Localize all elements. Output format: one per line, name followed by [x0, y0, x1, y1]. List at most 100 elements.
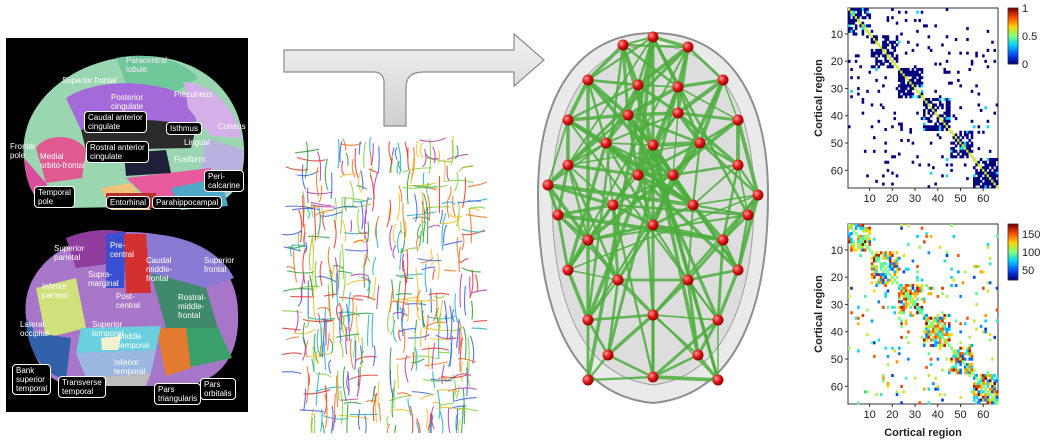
matrix-cell	[943, 341, 946, 344]
matrix-cell	[862, 30, 865, 33]
matrix-cell	[932, 166, 935, 169]
matrix-cell	[973, 177, 976, 180]
matrix-cell	[850, 27, 853, 30]
matrix-cell	[905, 95, 908, 98]
matrix-cell	[882, 35, 885, 38]
matrix-cell	[948, 333, 951, 336]
matrix-cell	[996, 158, 999, 161]
matrix-cell	[871, 268, 874, 271]
matrix-cell	[984, 319, 987, 322]
matrix-cell	[880, 262, 883, 265]
matrix-cell	[909, 128, 912, 131]
matrix-cell	[907, 68, 910, 71]
matrix-cell	[912, 68, 915, 71]
matrix-cell	[968, 131, 971, 134]
matrix-cell	[962, 155, 965, 158]
matrix-cell	[939, 95, 942, 98]
matrix-cell	[982, 374, 985, 377]
matrix2-ylabel: Cortical region	[813, 275, 825, 353]
matrix-cell	[896, 87, 899, 90]
matrix-cell	[882, 251, 885, 254]
matrix-cell	[887, 265, 890, 268]
matrix-cell	[905, 93, 908, 96]
matrix-cell	[943, 322, 946, 325]
matrix-cell	[859, 238, 862, 241]
matrix-cell	[855, 13, 858, 16]
matrix-cell	[980, 109, 983, 112]
matrix-cell	[887, 363, 890, 366]
matrix-cell	[932, 112, 935, 115]
matrix-cell	[916, 292, 919, 295]
matrix-cell	[984, 166, 987, 169]
matrix-cell	[993, 185, 996, 188]
matrix-cell	[982, 377, 985, 380]
matrix-cell	[937, 322, 940, 325]
matrix-cell	[900, 76, 903, 79]
matrix-cell	[914, 87, 917, 90]
matrix-cell	[923, 240, 926, 243]
matrix-cell	[991, 158, 994, 161]
matrix-cell	[875, 268, 878, 271]
network-node	[733, 115, 744, 126]
matrix-cell	[903, 303, 906, 306]
matrix-cell	[943, 314, 946, 317]
matrix-cell	[928, 328, 931, 331]
matrix-cell	[891, 54, 894, 57]
matrix-cell	[880, 52, 883, 55]
matrix-cell	[993, 374, 996, 377]
matrix-cell	[855, 27, 858, 30]
matrix-cell	[946, 101, 949, 104]
matrix-cell	[898, 292, 901, 295]
matrix-cell	[905, 68, 908, 71]
matrix-cell	[980, 166, 983, 169]
matrix-cell	[987, 289, 990, 292]
matrix-cell	[887, 254, 890, 257]
matrix-cell	[882, 262, 885, 265]
matrix-cell	[905, 322, 908, 325]
matrix-cell	[850, 224, 853, 227]
matrix-cell	[975, 84, 978, 87]
matrix-cell	[916, 95, 919, 98]
matrix-cell	[959, 363, 962, 366]
matrix1-ylabel: Cortical region	[813, 59, 825, 137]
y-tick-label: 20	[831, 56, 843, 68]
matrix-cell	[984, 60, 987, 63]
matrix-cell	[887, 161, 890, 164]
matrix-cell	[968, 366, 971, 369]
matrix-cell	[968, 336, 971, 339]
matrix-cell	[975, 54, 978, 57]
matrix-cell	[993, 174, 996, 177]
network-node	[563, 160, 574, 171]
matrix-cell	[882, 41, 885, 44]
matrix-cell	[948, 371, 951, 374]
matrix-cell	[905, 298, 908, 301]
matrix-cell	[893, 273, 896, 276]
matrix-cell	[862, 112, 865, 115]
structural-network-graph	[528, 25, 778, 410]
matrix-cell	[898, 11, 901, 14]
matrix-cell	[884, 46, 887, 49]
network-node	[743, 210, 754, 221]
matrix-cell	[966, 142, 969, 145]
matrix-cell	[996, 377, 999, 380]
matrix-cell	[982, 166, 985, 169]
matrix-cell	[966, 349, 969, 352]
matrix-cell	[857, 317, 860, 320]
matrix-cell	[916, 71, 919, 74]
x-tick-label: 10	[863, 409, 875, 421]
matrix-cell	[857, 54, 860, 57]
matrix-cell	[973, 377, 976, 380]
matrix-cell	[948, 114, 951, 117]
matrix-cell	[859, 227, 862, 230]
matrix-cell	[866, 246, 869, 249]
matrix-cell	[930, 344, 933, 347]
matrix-cell	[984, 106, 987, 109]
matrix-cell	[880, 265, 883, 268]
matrix-cell	[934, 330, 937, 333]
matrix-cell	[898, 287, 901, 290]
matrix-cell	[866, 11, 869, 14]
matrix-cell	[862, 238, 865, 241]
matrix-cell	[946, 328, 949, 331]
matrix-cell	[868, 229, 871, 232]
matrix-cell	[982, 379, 985, 382]
